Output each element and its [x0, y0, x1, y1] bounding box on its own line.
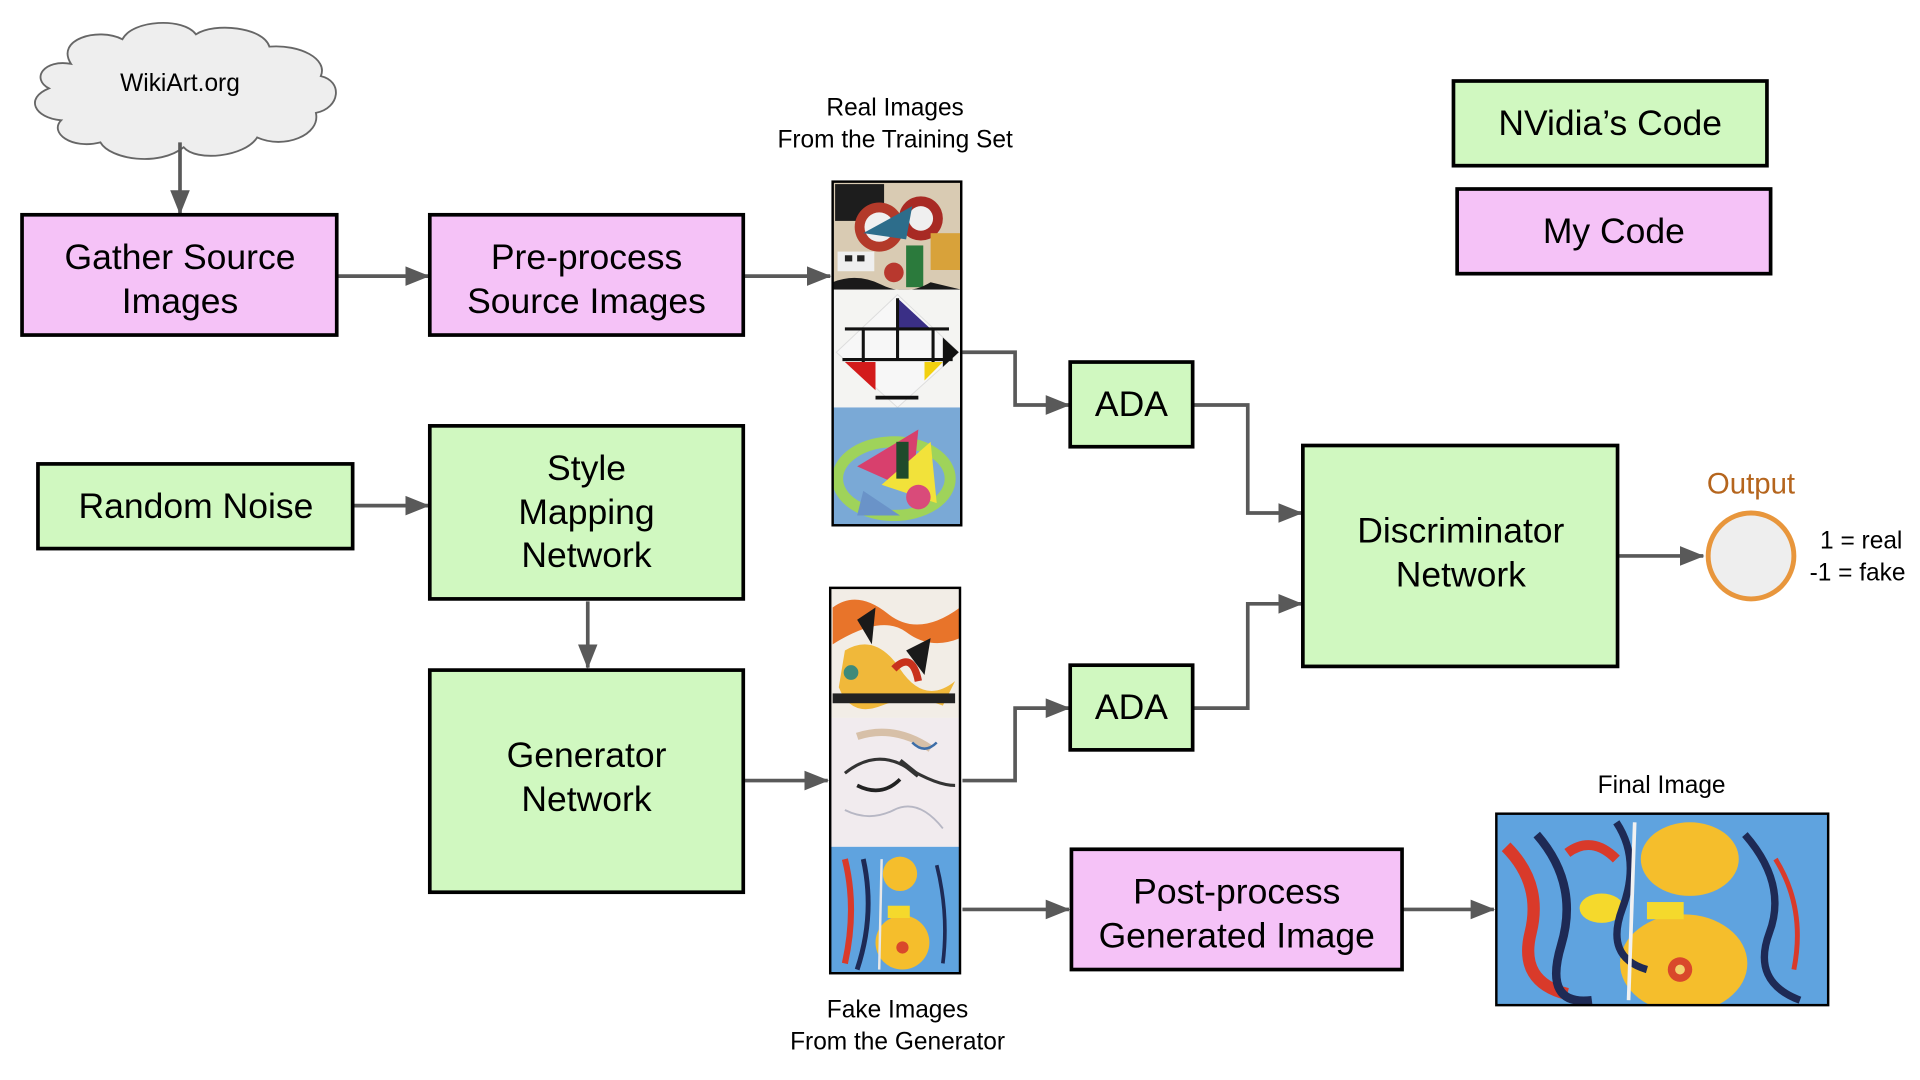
caption-fake-line-2: From the Generator: [790, 1028, 1005, 1055]
node-label-line: ADA: [1095, 687, 1168, 727]
node-label-line: ADA: [1095, 384, 1168, 424]
caption-real-line-2: From the Training Set: [777, 126, 1012, 153]
node-postprocess-generated-image: Post-process Generated Image: [1069, 847, 1404, 972]
fake-image-blue-yellow: [830, 846, 960, 974]
output-value-fake: -1 = fake: [1810, 559, 1906, 586]
node-label-line: Mapping: [518, 492, 654, 532]
node-ada-real: ADA: [1068, 360, 1195, 449]
real-image-mondrian: [832, 289, 962, 409]
fake-images-strip: [830, 587, 960, 974]
node-label-line: Pre-process: [491, 237, 682, 277]
node-label-line: Style: [547, 448, 626, 488]
node-label-line: Generated Image: [1099, 915, 1375, 955]
node-label-line: Gather Source: [65, 237, 296, 277]
node-random-noise: Random Noise: [36, 462, 355, 551]
node-label-line: Generator: [507, 735, 667, 775]
real-image-cubist: [832, 181, 962, 291]
real-images-frame: [831, 180, 963, 527]
legend-my-code: My Code: [1455, 187, 1773, 276]
node-label-line: Random Noise: [78, 486, 313, 526]
node-label-line: Network: [521, 779, 651, 819]
node-style-mapping-network: Style Mapping Network: [427, 424, 746, 601]
legend-label: My Code: [1543, 211, 1685, 251]
node-label-line: Images: [122, 281, 238, 321]
node-label-line: Source Images: [467, 281, 706, 321]
arrow-fake-to-ada: [962, 698, 1071, 783]
output-value-real: 1 = real: [1820, 528, 1902, 555]
node-label-line: Discriminator: [1357, 510, 1564, 550]
legend-label: NVidia’s Code: [1498, 103, 1722, 143]
fake-image-orange: [830, 587, 960, 718]
legend-nvidia-code: NVidia’s Code: [1451, 79, 1769, 168]
arrow-real-to-ada: [962, 350, 1071, 415]
node-ada-fake: ADA: [1068, 663, 1195, 752]
output-node: Output 1 = real -1 = fake: [1705, 467, 1906, 602]
output-circle: [1705, 510, 1797, 602]
caption-real-line-1: Real Images: [826, 94, 963, 121]
node-generator-network: Generator Network: [427, 668, 746, 895]
final-image: [1496, 813, 1829, 1006]
cloud-icon: [34, 22, 337, 160]
node-label-line: Network: [521, 535, 651, 575]
node-gather-source-images: Gather Source Images: [20, 212, 339, 337]
node-discriminator-network: Discriminator Network: [1301, 443, 1620, 669]
node-label-line: Network: [1396, 555, 1526, 595]
node-preprocess-source-images: Pre-process Source Images: [427, 212, 746, 337]
output-title: Output: [1707, 467, 1795, 500]
real-images-strip: [832, 181, 962, 526]
source-label: WikiArt.org: [120, 70, 240, 97]
arrow-ada-real-to-discriminator: [1193, 403, 1303, 523]
arrow-ada-fake-to-discriminator: [1193, 594, 1303, 710]
real-image-abstract-circle: [832, 407, 962, 526]
final-image-frame: [1495, 812, 1830, 1007]
caption-final-image: Final Image: [1598, 772, 1726, 799]
fake-image-white-sketch: [830, 717, 960, 847]
source-cloud: WikiArt.org: [34, 22, 337, 160]
node-label-line: Post-process: [1133, 871, 1340, 911]
caption-fake-line-1: Fake Images: [827, 996, 968, 1023]
fake-images-frame: [828, 586, 962, 975]
connectors: [170, 142, 1705, 920]
